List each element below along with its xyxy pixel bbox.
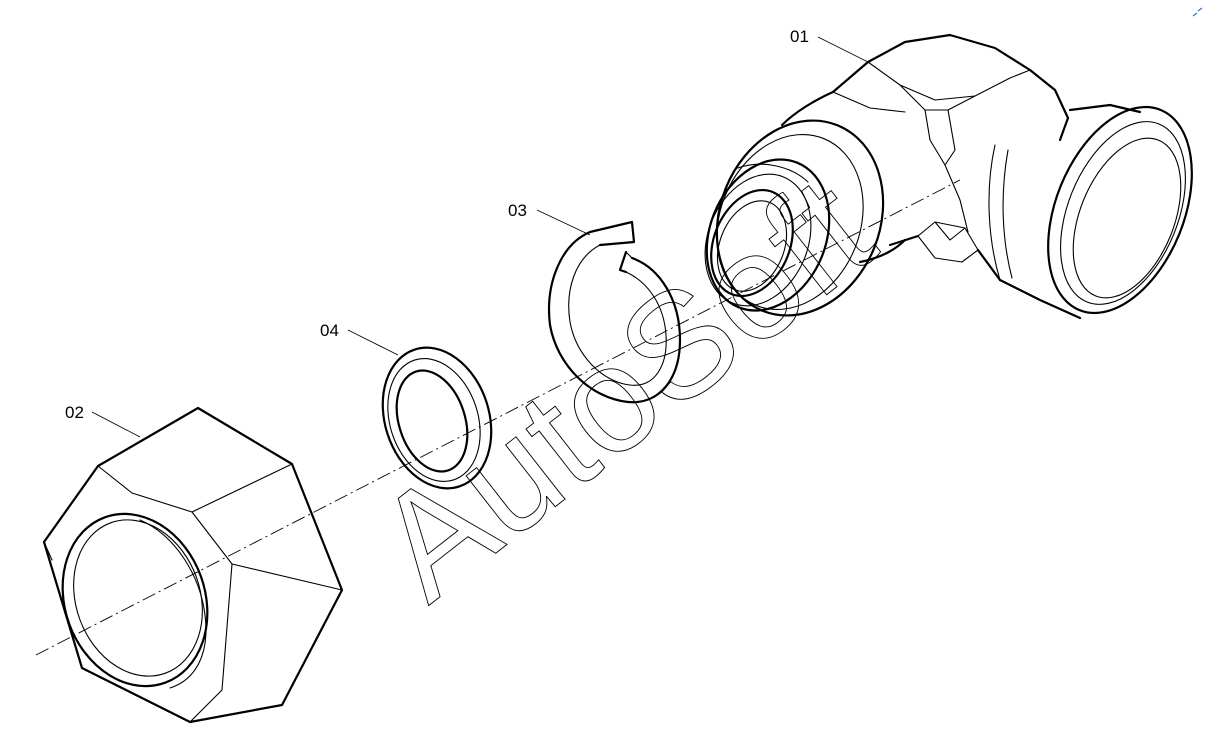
watermark-text: AutoSoft: [345, 144, 902, 631]
watermark: AutoSoft: [344, 144, 902, 632]
part-label-04: 04: [320, 321, 339, 340]
center-axis: [35, 179, 961, 656]
leader-line-02: [91, 411, 141, 438]
elbow-fitting: [704, 33, 1193, 320]
part-label-02: 02: [65, 403, 84, 422]
leader-line-01: [817, 36, 869, 63]
hex-nut: [42, 406, 344, 724]
corner-mark: [1192, 7, 1203, 17]
washer: [381, 346, 493, 490]
part-label-01: 01: [790, 27, 809, 46]
leader-line-03: [536, 209, 591, 236]
part-label-03: 03: [508, 201, 527, 220]
split-ring: [548, 220, 682, 404]
leader-line-04: [347, 329, 399, 356]
